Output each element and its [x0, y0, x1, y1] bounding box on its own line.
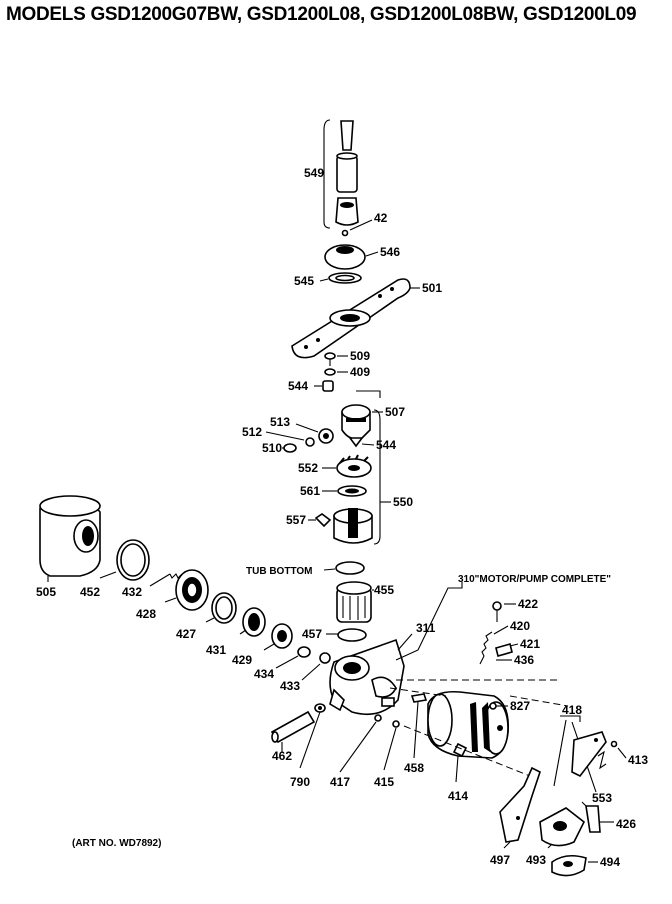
- label-510: 510: [262, 441, 282, 455]
- seal-561-part: [322, 485, 367, 497]
- label-497: 497: [490, 853, 510, 867]
- label-motor-pump-complete: 310"MOTOR/PUMP COMPLETE": [458, 574, 611, 585]
- label-509: 509: [350, 349, 370, 363]
- label-549: 549: [304, 166, 324, 180]
- hardware-509-409-544: [314, 352, 381, 398]
- label-421: 421: [520, 637, 540, 651]
- label-455: 455: [374, 583, 394, 597]
- label-827: 827: [510, 699, 530, 713]
- spring-422-420-421-436: [479, 601, 519, 710]
- spray-arm-501-part: [291, 278, 420, 359]
- label-557: 557: [286, 513, 306, 527]
- filter-455-457-part: [326, 581, 374, 642]
- label-505: 505: [36, 585, 56, 599]
- label-311: 311: [416, 621, 436, 635]
- pump-housing-507-part: [341, 404, 383, 448]
- label-42: 42: [374, 211, 388, 225]
- ring-545-part: [319, 272, 362, 284]
- label-452: 452: [80, 585, 100, 599]
- label-409: 409: [350, 365, 370, 379]
- label-436: 436: [514, 653, 534, 667]
- label-426: 426: [616, 817, 636, 831]
- label-545: 545: [294, 274, 314, 288]
- label-493: 493: [526, 853, 546, 867]
- label-501: 501: [422, 281, 442, 295]
- label-552: 552: [298, 461, 318, 475]
- bracket-418-413-553: [553, 715, 627, 793]
- label-462: 462: [272, 749, 292, 763]
- spray-tower-part: [323, 119, 359, 229]
- label-457: 457: [302, 627, 322, 641]
- label-418: 418: [562, 703, 582, 717]
- label-433: 433: [280, 679, 300, 693]
- label-512: 512: [242, 425, 262, 439]
- seal-427-431-part: [205, 592, 266, 637]
- label-550: 550: [393, 495, 413, 509]
- impeller-552-part: [322, 454, 372, 478]
- gasket-tub-bottom: [323, 561, 365, 575]
- label-432: 432: [122, 585, 142, 599]
- label-494: 494: [600, 855, 620, 869]
- label-553: 553: [592, 791, 612, 805]
- art-number: (ART NO. WD7892): [72, 838, 162, 849]
- label-415: 415: [374, 775, 394, 789]
- label-546: 546: [380, 245, 400, 259]
- label-561: 561: [300, 484, 320, 498]
- cap-546-part: [324, 244, 379, 270]
- label-414: 414: [448, 789, 468, 803]
- label-413: 413: [628, 753, 648, 767]
- spring-432-428-part: [149, 569, 209, 611]
- clip-497-426-493-494: [499, 766, 614, 877]
- housing-505-part: [39, 495, 101, 582]
- label-431: 431: [206, 643, 226, 657]
- label-790: 790: [290, 775, 310, 789]
- label-544-lower: 544: [376, 438, 396, 452]
- pump-body-311-part: [329, 633, 413, 716]
- clamp-452-part: [99, 539, 150, 581]
- pump-base-550-part: [308, 409, 391, 545]
- hose-462-790: [270, 703, 326, 769]
- label-544-upper: 544: [288, 379, 308, 393]
- label-427: 427: [176, 627, 196, 641]
- impeller-429-434-433: [263, 623, 331, 681]
- label-428: 428: [136, 607, 156, 621]
- label-429: 429: [232, 653, 252, 667]
- label-417: 417: [330, 775, 350, 789]
- label-422: 422: [518, 597, 538, 611]
- gear-513-512-510: [265, 423, 334, 453]
- label-513: 513: [270, 415, 290, 429]
- diagram-title: MODELS GSD1200G07BW, GSD1200L08, GSD1200…: [6, 4, 637, 25]
- fasteners-417-415-458: [339, 693, 428, 773]
- label-434: 434: [254, 667, 274, 681]
- label-tub-bottom: TUB BOTTOM: [246, 566, 312, 577]
- label-458: 458: [404, 761, 424, 775]
- motor-310-part: [389, 582, 569, 783]
- label-507: 507: [385, 405, 405, 419]
- screw-42-part: [341, 219, 373, 237]
- label-420: 420: [510, 619, 530, 633]
